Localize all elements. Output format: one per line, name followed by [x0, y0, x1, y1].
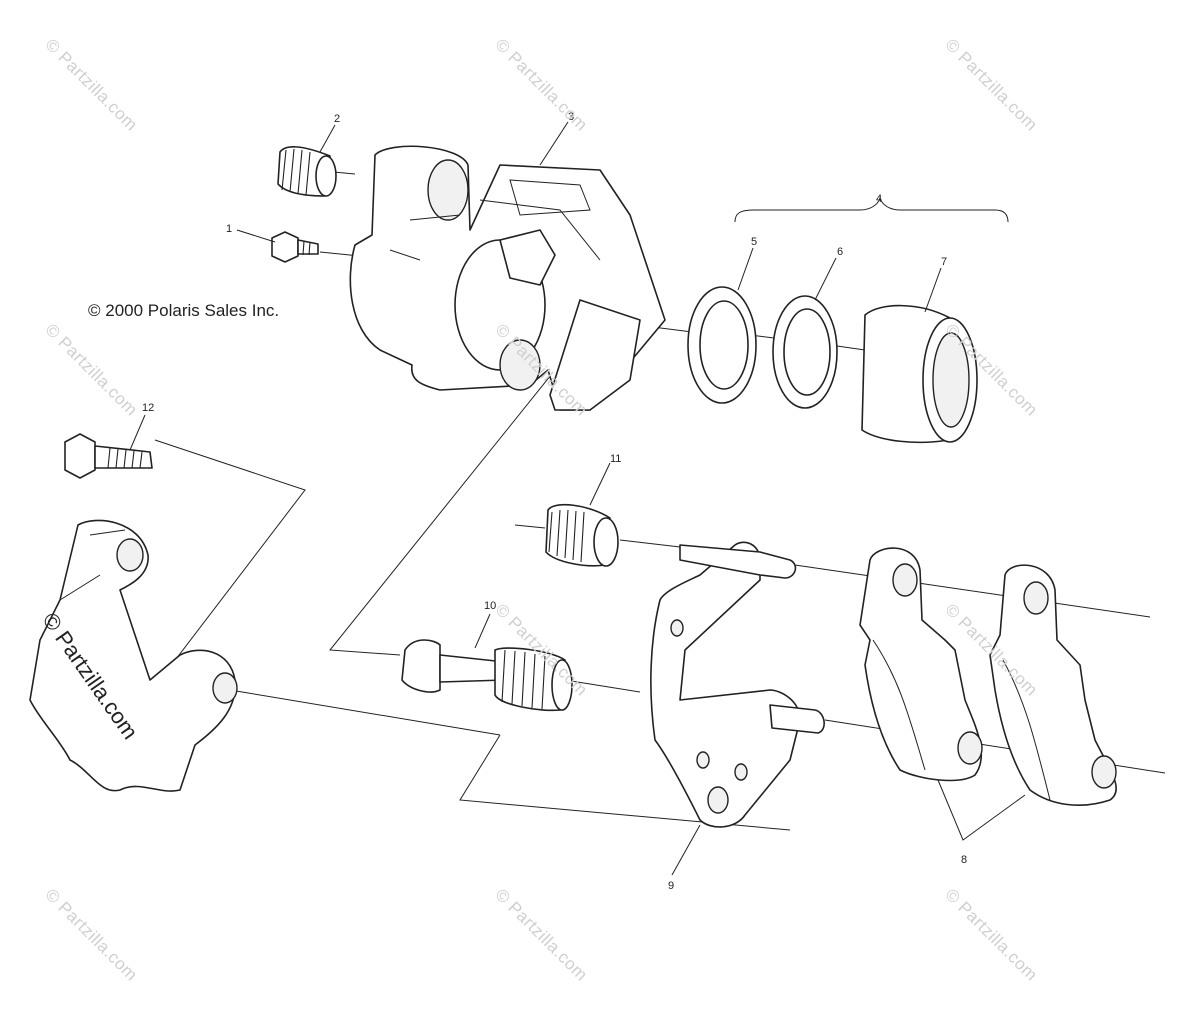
part-4-bracket	[734, 196, 1009, 223]
callout-1: 1	[226, 223, 232, 235]
leader-lines	[129, 121, 1026, 876]
part-2-bleeder-cap	[277, 146, 337, 197]
callout-3: 3	[568, 111, 574, 123]
part-3-caliper-body	[349, 145, 666, 411]
part-8-brake-pad-outer	[989, 564, 1117, 806]
part-7-piston	[861, 304, 978, 444]
copyright-notice: © 2000 Polaris Sales Inc.	[88, 301, 280, 320]
callout-7: 7	[941, 256, 947, 268]
callout-5: 5	[751, 236, 757, 248]
callout-9: 9	[668, 880, 674, 892]
part-8-brake-pad-inner	[859, 547, 983, 782]
callouts: 1 2 3 4 5 6 7 8 9 10 11 12	[142, 111, 967, 892]
part-11-bushing	[545, 503, 619, 567]
callout-6: 6	[837, 246, 843, 258]
part-6-seal	[772, 295, 838, 409]
callout-8: 8	[961, 854, 967, 866]
mounting-bracket	[29, 519, 238, 792]
callout-4: 4	[876, 193, 882, 205]
callout-10: 10	[484, 600, 496, 612]
part-9-carrier-plate	[650, 541, 825, 828]
part-12-bolt	[64, 433, 153, 479]
callout-12: 12	[142, 402, 154, 414]
part-10-pin	[401, 639, 573, 712]
part-1-bleeder-screw	[271, 231, 319, 263]
callout-11: 11	[610, 453, 621, 465]
callout-2: 2	[334, 113, 340, 125]
part-5-seal	[687, 286, 757, 404]
